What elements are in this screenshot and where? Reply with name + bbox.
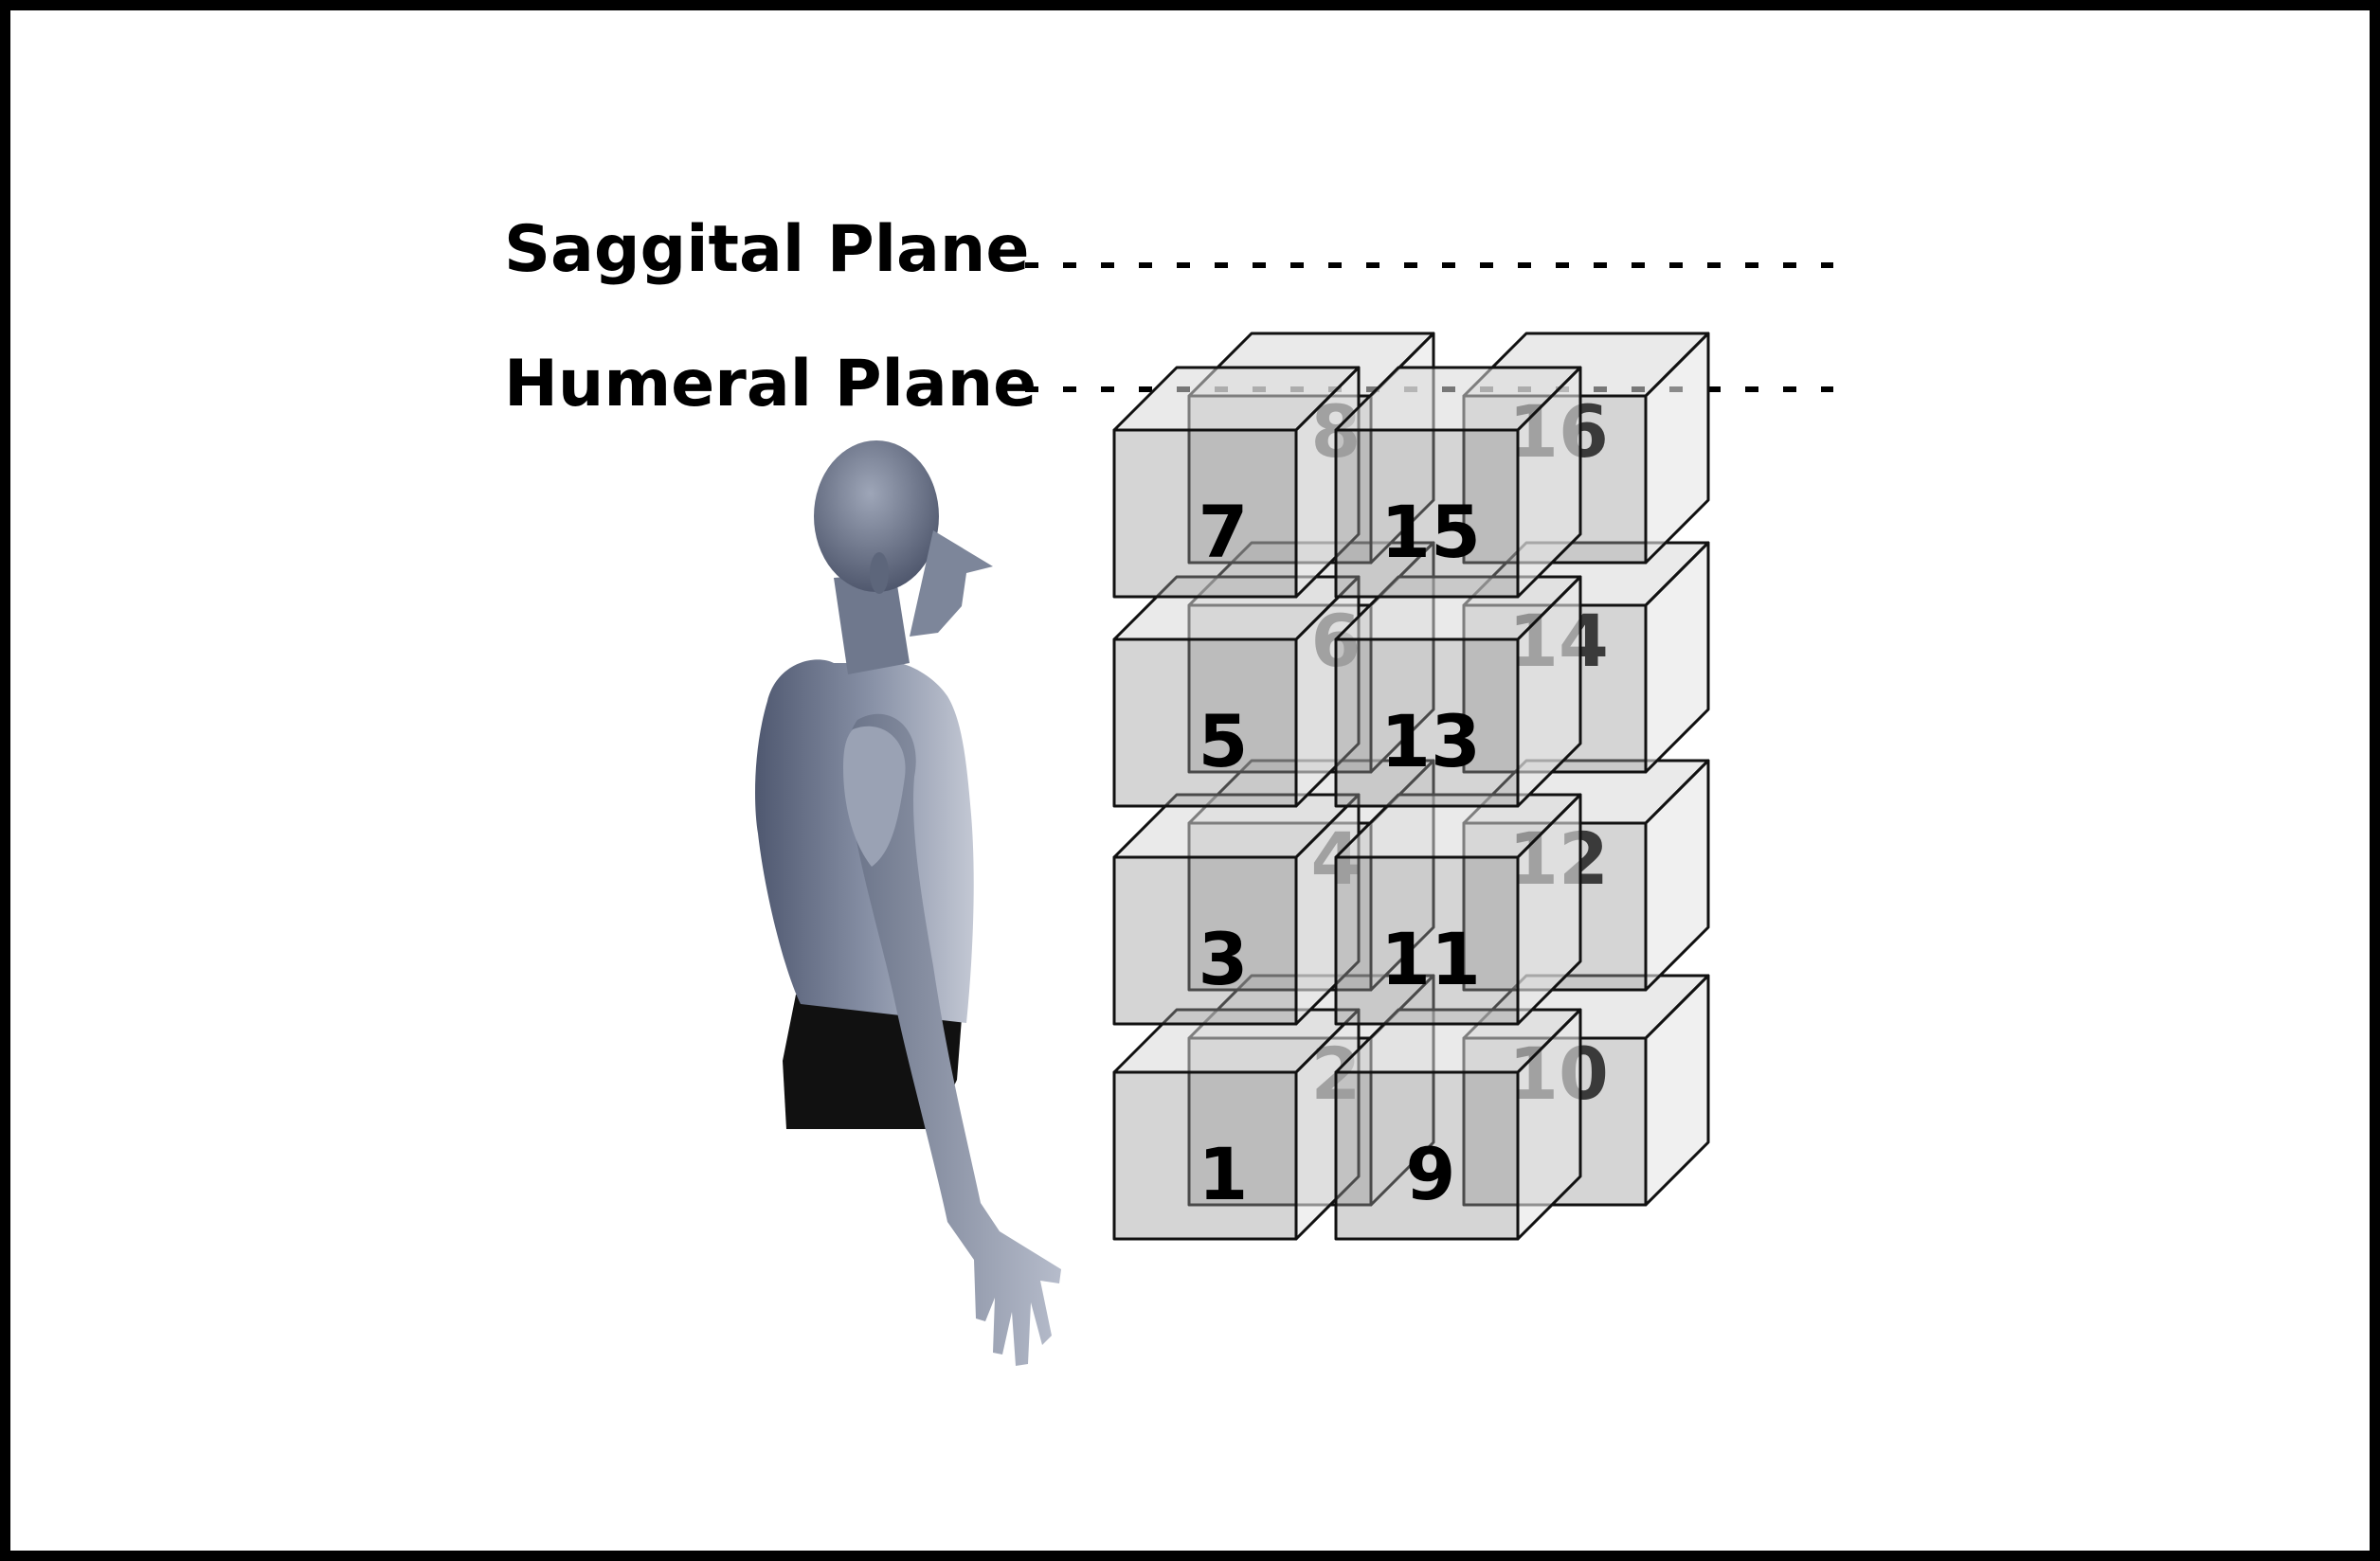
box-front-face [1334, 855, 1520, 1026]
saggital-plane-label: Saggital Plane [504, 212, 1030, 287]
box-front-face [1334, 428, 1520, 599]
box-number-label: 9 [1406, 1132, 1456, 1216]
box-number-label: 11 [1380, 917, 1481, 1001]
target-box-1: 1 [1112, 1008, 1361, 1241]
box-number-label: 7 [1199, 490, 1249, 574]
target-box-7: 7 [1112, 366, 1361, 599]
human-torso-figure-icon [755, 440, 1061, 1366]
target-box-13: 13 [1334, 575, 1582, 808]
box-front-face [1112, 1070, 1298, 1241]
box-front-face [1112, 855, 1298, 1026]
target-box-5: 5 [1112, 575, 1361, 808]
box-front-face [1334, 637, 1520, 808]
target-box-15: 15 [1334, 366, 1582, 599]
humeral-plane-label: Humeral Plane [504, 347, 1037, 422]
target-box-3: 3 [1112, 793, 1361, 1026]
target-boxes: 24681012141613579111315 [1112, 332, 1710, 1241]
target-box-11: 11 [1334, 793, 1582, 1026]
box-number-label: 1 [1199, 1132, 1249, 1216]
box-front-face [1112, 428, 1298, 599]
box-number-label: 13 [1380, 699, 1481, 783]
box-front-face [1112, 637, 1298, 808]
box-front-face [1334, 1070, 1520, 1241]
box-number-label: 3 [1199, 917, 1249, 1001]
target-box-9: 9 [1334, 1008, 1582, 1241]
box-number-label: 5 [1199, 699, 1249, 783]
box-number-label: 15 [1380, 490, 1481, 574]
